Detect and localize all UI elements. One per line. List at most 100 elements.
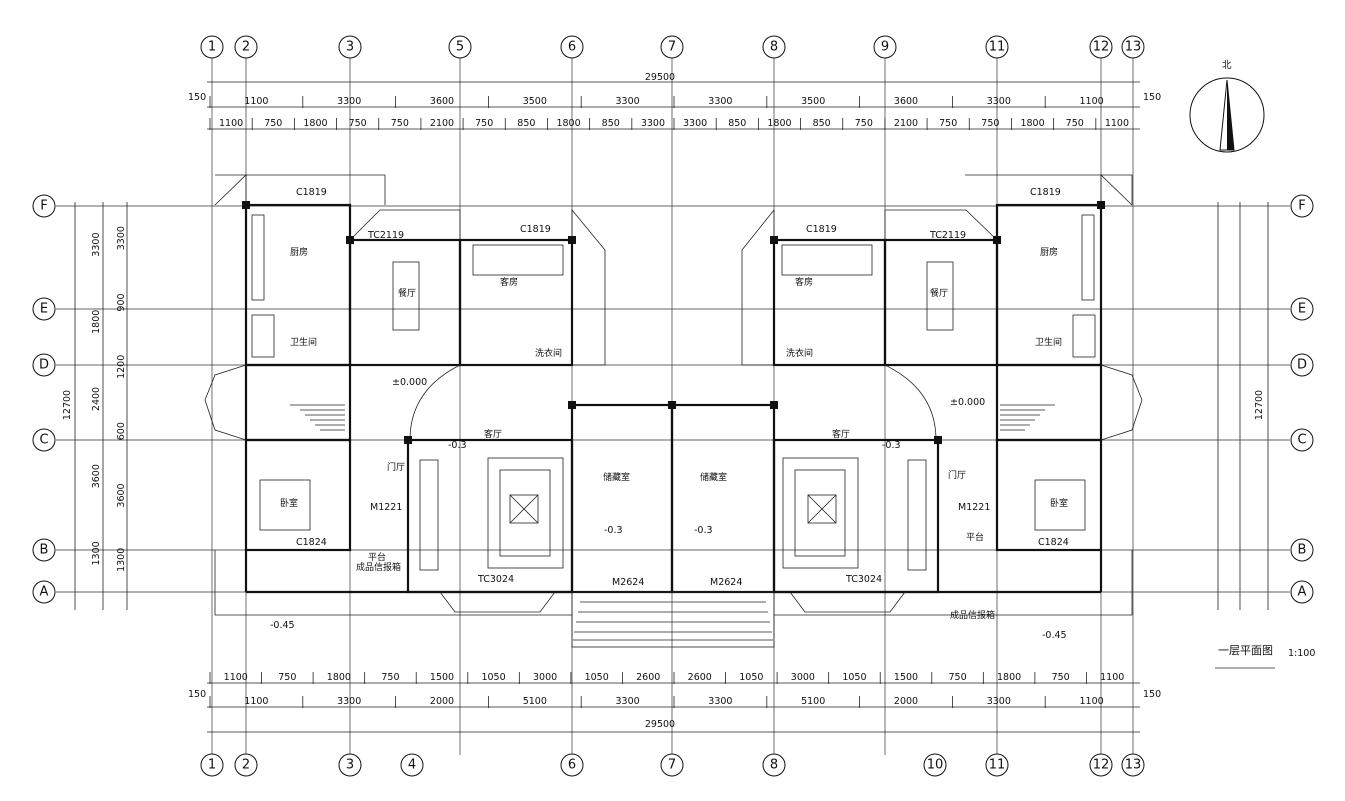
grid-bubble-right-D: D (1290, 353, 1314, 377)
dim-bot-row1-5: 1050 (481, 672, 505, 683)
tag-c1819-right: C1819 (1030, 187, 1061, 198)
dim-top-row2-20: 750 (1066, 118, 1084, 129)
tag-c1819-guest-right: C1819 (806, 224, 837, 235)
dim-bot-row1-12: 1050 (842, 672, 866, 683)
dim-top-row2-13: 1800 (767, 118, 791, 129)
laundry-label-left: 洗衣间 (535, 347, 562, 359)
dim-top-row1-8: 3300 (987, 96, 1011, 107)
dim-top-row1-3: 3500 (523, 96, 547, 107)
grid-bubble-top-2: 2 (234, 35, 258, 59)
living-label-right: 客厅 (832, 428, 850, 440)
dim-top-row2-17: 750 (939, 118, 957, 129)
dim-top-row2-19: 1800 (1020, 118, 1044, 129)
dim-top-row1-7: 3600 (894, 96, 918, 107)
svg-text:8: 8 (770, 40, 778, 55)
svg-text:2: 2 (242, 40, 250, 55)
dim-left-outer-3: 3600 (91, 464, 102, 488)
grid-bubble-bottom-2: 2 (234, 753, 258, 777)
elev-left-living: -0.3 (448, 440, 467, 451)
dim-top-row2-14: 850 (813, 118, 831, 129)
guest-room-label-left: 客房 (500, 276, 518, 288)
elev-left-porch: -0.45 (270, 620, 295, 631)
dim-bot-row1-6: 3000 (533, 672, 557, 683)
dim-top-row1-4: 3300 (616, 96, 640, 107)
dim-top-row2-5: 2100 (430, 118, 454, 129)
platform-label-right: 平台 (966, 531, 984, 543)
dim-top-row2-18: 750 (981, 118, 999, 129)
dim-bot-row2-4: 3300 (616, 696, 640, 707)
dim-top-row1-9: 1100 (1080, 96, 1104, 107)
dim-bot-row2-1: 3300 (337, 696, 361, 707)
dim-bot-row1-3: 750 (381, 672, 399, 683)
bathroom-label-right: 卫生间 (1035, 336, 1062, 348)
elev-right-porch: -0.45 (1042, 630, 1067, 641)
svg-text:B: B (40, 543, 49, 558)
right-total-dim: 12700 (1254, 390, 1265, 420)
grid-bubble-bottom-3: 3 (338, 753, 362, 777)
dim-top-row2-3: 750 (349, 118, 367, 129)
dim-bot-row2-0: 1100 (244, 696, 268, 707)
grid-bubble-right-C: C (1290, 428, 1314, 452)
dim-left-outer-1: 1800 (91, 310, 102, 334)
grid-bubble-right-F: F (1290, 194, 1314, 218)
dim-top-row2-12: 850 (728, 118, 746, 129)
grid-bubble-top-1: 1 (200, 35, 224, 59)
dim-bot-row1-7: 1050 (585, 672, 609, 683)
dim-top-row2-9: 850 (602, 118, 620, 129)
bedroom-label-right: 卧室 (1050, 497, 1068, 509)
dim-bot-row2-8: 3300 (987, 696, 1011, 707)
grid-bubble-top-3: 3 (338, 35, 362, 59)
dim-bot-row2-3: 5100 (523, 696, 547, 707)
grid-bubble-top-12: 12 (1089, 35, 1113, 59)
dim-bot-row1-13: 1500 (894, 672, 918, 683)
dim-bot-row1-9: 2600 (688, 672, 712, 683)
tag-tc3024-right: TC3024 (845, 574, 882, 585)
top-edge-dim-left: 150 (188, 92, 206, 103)
dim-top-row2-6: 750 (475, 118, 493, 129)
dim-left-outer-4: 1300 (91, 541, 102, 565)
shelf-label-left: 成品信报箱 (356, 561, 401, 573)
dim-left-inner-5: 1300 (116, 548, 127, 572)
dim-left-inner-0: 3300 (116, 226, 127, 250)
living-label-left: 客厅 (484, 428, 502, 440)
dim-bot-row2-2: 2000 (430, 696, 454, 707)
svg-text:E: E (40, 302, 48, 317)
svg-text:8: 8 (770, 758, 778, 773)
svg-text:11: 11 (989, 40, 1006, 55)
left-total-dim: 12700 (62, 390, 73, 420)
grid-bubble-right-B: B (1290, 538, 1314, 562)
dim-top-row1-1: 3300 (337, 96, 361, 107)
grid-bubble-bottom-7: 7 (660, 753, 684, 777)
svg-text:3: 3 (346, 758, 354, 773)
overall-width-top: 29500 (645, 72, 675, 83)
dining-label-left: 餐厅 (398, 287, 416, 299)
tag-m2624-right: M2624 (710, 577, 742, 588)
dim-top-row2-11: 3300 (683, 118, 707, 129)
plan-scale: 1:100 (1288, 648, 1315, 659)
top-edge-dim-right: 150 (1143, 92, 1161, 103)
kitchen-label-left: 厨房 (290, 246, 308, 258)
svg-text:B: B (1298, 543, 1307, 558)
dim-bot-row2-7: 2000 (894, 696, 918, 707)
svg-text:1: 1 (208, 758, 216, 773)
tag-c1824-right: C1824 (1038, 537, 1069, 548)
dim-top-row1-2: 3600 (430, 96, 454, 107)
dim-bot-row2-9: 1100 (1080, 696, 1104, 707)
grid-bubble-top-8: 8 (762, 35, 786, 59)
platform-label-left: 平台 (368, 551, 386, 563)
dim-left-outer-0: 3300 (91, 233, 102, 257)
dim-bot-row2-5: 3300 (708, 696, 732, 707)
stair-right (1000, 404, 1055, 431)
svg-text:12: 12 (1093, 40, 1110, 55)
north-arrow: 北 (1189, 60, 1265, 153)
grid-bubble-bottom-13: 13 (1121, 753, 1145, 777)
dim-left-inner-1: 900 (116, 293, 127, 311)
tag-tc2119-right: TC2119 (929, 230, 966, 241)
bathroom-label-left: 卫生间 (290, 336, 317, 348)
svg-text:12: 12 (1093, 758, 1110, 773)
grid-bubble-bottom-4: 4 (400, 753, 424, 777)
svg-text:A: A (1298, 585, 1307, 600)
